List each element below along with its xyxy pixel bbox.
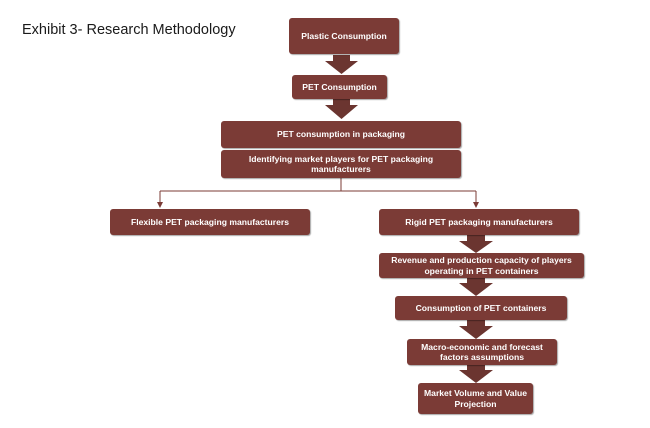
branch-left-arrowhead xyxy=(157,202,163,208)
node-identifying-players: Identifying market players for PET packa… xyxy=(221,150,461,178)
branch-right-arrowhead xyxy=(473,202,479,208)
block-arrow xyxy=(325,98,358,119)
node-macro-economic: Macro-economic and forecast factors assu… xyxy=(407,339,557,365)
diagram-title: Exhibit 3- Research Methodology xyxy=(22,22,236,38)
block-arrow xyxy=(459,235,493,253)
node-flexible-manufacturers: Flexible PET packaging manufacturers xyxy=(110,209,310,235)
block-arrow xyxy=(325,55,358,74)
node-pet-consumption: PET Consumption xyxy=(292,75,387,99)
block-arrow xyxy=(459,320,493,339)
node-revenue-capacity: Revenue and production capacity of playe… xyxy=(379,253,584,278)
node-pet-packaging: PET consumption in packaging xyxy=(221,121,461,148)
node-market-projection: Market Volume and Value Projection xyxy=(418,383,533,414)
node-rigid-manufacturers: Rigid PET packaging manufacturers xyxy=(379,209,579,235)
block-arrow xyxy=(459,364,493,383)
block-arrow xyxy=(459,278,493,296)
node-plastic-consumption: Plastic Consumption xyxy=(289,18,399,54)
node-pet-containers: Consumption of PET containers xyxy=(395,296,567,320)
